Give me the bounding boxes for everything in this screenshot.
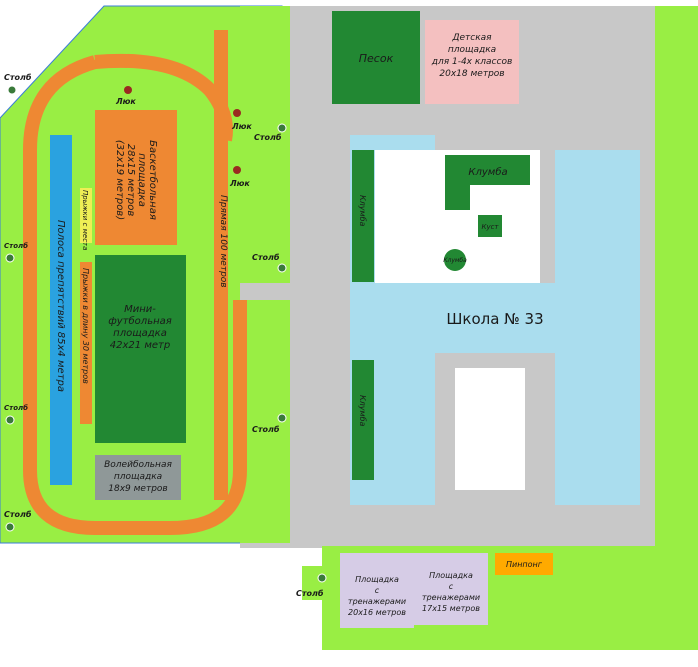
trainers-1-line-4: 20x16 метров bbox=[348, 608, 406, 617]
pole-label: Столб bbox=[4, 72, 32, 82]
trainers-1-label: Площадка с тренажерами 20x16 метров bbox=[348, 575, 406, 617]
pole-label: Столб bbox=[254, 132, 282, 142]
hatch-label: Люк bbox=[115, 97, 136, 106]
kids-line-2: площадка bbox=[448, 45, 496, 55]
bush-label: Куст bbox=[481, 223, 499, 231]
pole-icon bbox=[277, 263, 287, 273]
pole-icon bbox=[317, 573, 327, 583]
basketball-line-3: 28x15 метров bbox=[125, 144, 136, 217]
basketball-line-1: Баскетбольная bbox=[147, 140, 159, 220]
long-jump-label: Прыжки в длину 30 метров bbox=[81, 268, 90, 384]
trainers-2-line-4: 17x15 метров bbox=[422, 604, 480, 613]
football-label: Мини- футбольная площадка 42x21 метр bbox=[108, 304, 172, 351]
volleyball-label: Волейбольная площадка 18x9 метров bbox=[104, 460, 172, 494]
high-jump-pit bbox=[80, 188, 92, 243]
volleyball-line-1: Волейбольная bbox=[104, 460, 172, 470]
hatch-icon bbox=[233, 109, 241, 117]
kids-playground-label: Детская площадка для 1-4х классов 20x18 … bbox=[431, 33, 513, 79]
basketball-label: Баскетбольная площадка 28x15 метров (32x… bbox=[114, 140, 159, 220]
trainers-2-line-3: тренажерами bbox=[422, 593, 480, 602]
school-wing-right bbox=[555, 150, 640, 505]
flowerbed-left-2 bbox=[352, 360, 374, 480]
long-jump-pit bbox=[80, 262, 92, 424]
volleyball-line-3: 18x9 метров bbox=[108, 484, 167, 494]
sand-zone bbox=[332, 11, 420, 104]
flowerbed-left-1 bbox=[352, 150, 374, 282]
volleyball-court bbox=[95, 455, 181, 500]
kids-line-1: Детская bbox=[451, 33, 492, 43]
trainers-1-line-2: с bbox=[375, 586, 380, 595]
pingpong-label: Пинпонг bbox=[506, 560, 543, 569]
football-line-4: 42x21 метр bbox=[110, 340, 170, 351]
football-line-1: Мини- bbox=[124, 304, 156, 315]
football-line-3: площадка bbox=[113, 328, 167, 339]
bush bbox=[478, 215, 502, 237]
school-name: Школа № 33 bbox=[446, 310, 543, 328]
football-line-2: футбольная bbox=[108, 315, 172, 327]
hatch-label: Люк bbox=[229, 179, 250, 188]
flowerbed-top bbox=[445, 155, 530, 210]
flowerbed-round-label: Клумба bbox=[443, 257, 467, 264]
lawn-west-strip bbox=[240, 300, 290, 543]
hatch-icon bbox=[124, 86, 132, 94]
basketball-line-4: (32x19 метров) bbox=[114, 140, 125, 220]
obstacle-label: Полоса препятствий 85x4 метра bbox=[55, 220, 66, 392]
pole-icon bbox=[277, 413, 287, 423]
high-jump-label: Прыжки с места bbox=[81, 190, 89, 250]
basketball-court bbox=[95, 110, 177, 245]
track-oval bbox=[23, 55, 247, 535]
school-courtyard-bottom bbox=[455, 368, 525, 490]
sprint-label: Прямая 100 метров bbox=[218, 195, 228, 288]
sand-label: Песок bbox=[359, 52, 394, 65]
pole-label: Столб bbox=[4, 242, 28, 250]
volleyball-line-2: площадка bbox=[114, 472, 162, 482]
flowerbed-left-1-label: Клумба bbox=[358, 195, 367, 226]
pole-label: Столб bbox=[4, 509, 32, 519]
obstacle-course bbox=[50, 135, 72, 485]
hatch-icon bbox=[233, 166, 241, 174]
sprint-straight bbox=[214, 30, 228, 500]
pole-label: Столб bbox=[296, 588, 324, 598]
pole-label: Столб bbox=[252, 424, 280, 434]
pole-label: Столб bbox=[252, 252, 280, 262]
flowerbed-left-2-label: Клумба bbox=[358, 395, 367, 426]
trainers-zone-1 bbox=[340, 553, 414, 628]
pingpong-table bbox=[495, 553, 553, 575]
pole-icon bbox=[5, 522, 15, 532]
lawn-west-strip-top bbox=[240, 6, 290, 283]
pole-icon bbox=[5, 415, 15, 425]
trainers-2-line-2: с bbox=[449, 582, 454, 591]
basketball-line-2: площадка bbox=[136, 153, 147, 207]
trainers-1-line-3: тренажерами bbox=[348, 597, 406, 606]
poles: Столб Столб Столб Столб Столб Столб Стол… bbox=[4, 72, 327, 598]
kids-line-3: для 1-4х классов bbox=[431, 57, 513, 67]
pole-icon bbox=[5, 253, 15, 263]
flowerbed-top-label: Клумба bbox=[468, 166, 507, 178]
pole-icon bbox=[7, 85, 17, 95]
hatch-label: Люк bbox=[231, 122, 252, 131]
lawn-east bbox=[655, 6, 698, 548]
pole-label: Столб bbox=[4, 404, 28, 412]
trainers-2-label: Площадка с тренажерами 17x15 метров bbox=[422, 571, 480, 613]
pole-icon bbox=[277, 123, 287, 133]
school-building: Клумба Клумба Клумба Куст Клумба Школа №… bbox=[350, 135, 640, 505]
school-center bbox=[435, 283, 555, 353]
running-track: Прямая 100 метров bbox=[23, 30, 247, 535]
football-pitch bbox=[95, 255, 186, 443]
hatches: Люк Люк Люк bbox=[115, 86, 252, 188]
trainers-2-line-1: Площадка bbox=[429, 571, 473, 580]
trainers-1-line-1: Площадка bbox=[355, 575, 399, 584]
kids-line-4: 20x18 метров bbox=[439, 69, 504, 79]
trainers-zone-2 bbox=[414, 553, 488, 625]
flowerbed-round bbox=[444, 249, 466, 271]
kids-playground bbox=[425, 20, 519, 104]
